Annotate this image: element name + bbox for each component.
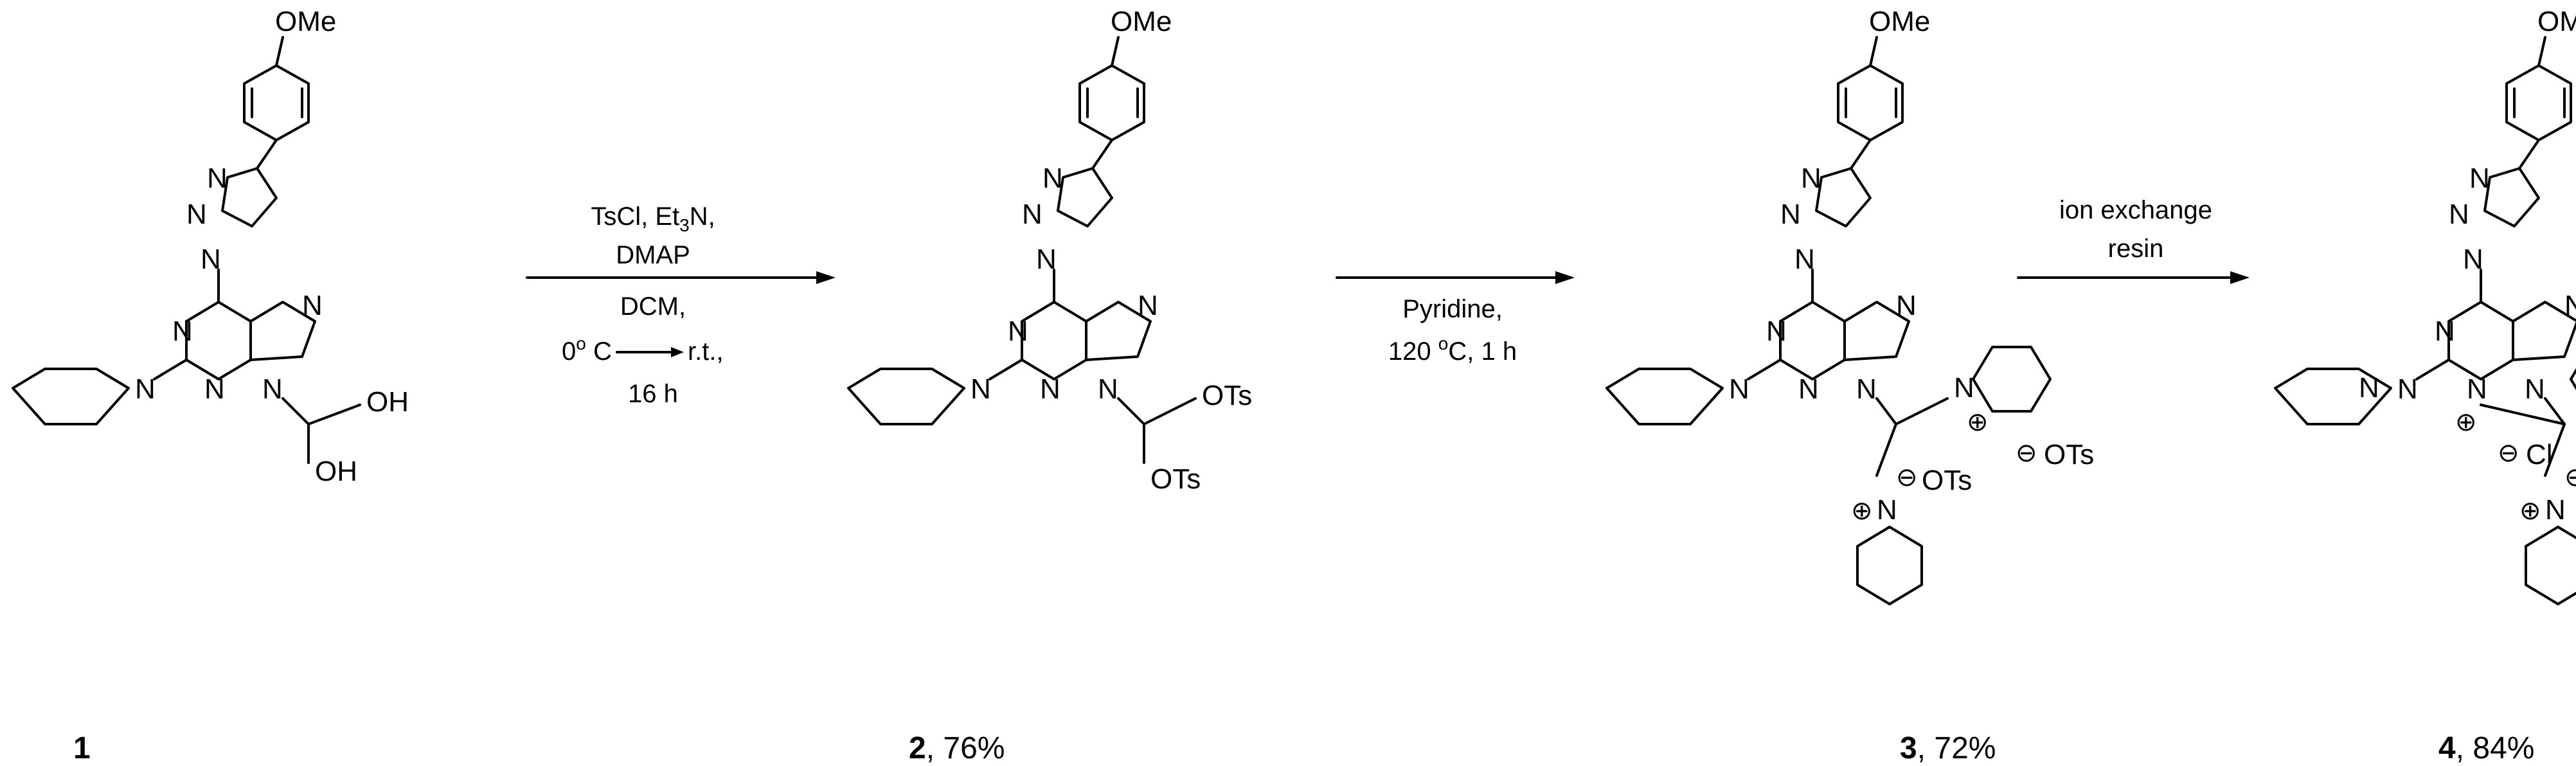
- step3-reagent-line2: resin: [2108, 235, 2164, 263]
- compound-3-caption: 3, 72%: [1900, 731, 1996, 765]
- purine-n-label: N: [1040, 373, 1060, 405]
- step1-reagent-dmap: DMAP: [616, 241, 690, 269]
- ots-label: OTs: [1150, 463, 1201, 495]
- pyridinium-n-label: N: [1954, 372, 1974, 404]
- triazole-n-label: N: [1780, 199, 1801, 230]
- plus-charge: ⊕: [1967, 408, 1989, 436]
- oh-label: OH: [315, 456, 357, 487]
- purine-n-label: N: [204, 373, 225, 405]
- step1-temp-sup: o: [576, 334, 586, 353]
- compound-4-structure: OMe N N N N N N N N N ⊕ ⊖ Cl N ⊕ ⊖: [2274, 6, 2576, 605]
- ome-label: OMe: [2537, 6, 2576, 37]
- step1-temp-unit: C: [586, 337, 612, 366]
- compound-4-caption: 4, 84%: [2438, 731, 2534, 765]
- purine-n-label: N: [1766, 316, 1787, 347]
- ots-counterion: OTs: [1922, 465, 1972, 496]
- triazole-n-label: N: [186, 199, 207, 230]
- piperidine-n-label: N: [135, 373, 156, 405]
- svg-text:0o C: 0o C: [562, 334, 612, 366]
- compound-2-structure: OMe N N N N N N N N OTs OTs: [847, 6, 1252, 495]
- minus-charge: ⊖: [1896, 463, 1918, 492]
- compound-3-number: 3: [1900, 731, 1917, 765]
- compound-3-structure: OMe N N N N N N N N N ⊕ ⊖ OTs N ⊕ ⊖ OTs: [1606, 6, 2094, 605]
- plus-charge: ⊕: [2519, 497, 2541, 525]
- step1-temp-end: r.t.,: [688, 337, 724, 366]
- piperidine-n-label: N: [970, 373, 991, 405]
- ome-label: OMe: [1111, 6, 1172, 37]
- pyridinium-n-label: N: [2545, 494, 2566, 526]
- step2-temp: 120: [1388, 337, 1438, 366]
- triazole-n-label: N: [1042, 163, 1063, 194]
- plus-charge: ⊕: [2455, 408, 2477, 436]
- ome-label: OMe: [1869, 6, 1930, 37]
- compound-2-number: 2: [909, 731, 926, 765]
- ome-label: OMe: [275, 6, 336, 37]
- compound-4-yield: , 84%: [2456, 731, 2535, 765]
- cl-counterion: Cl: [2526, 439, 2553, 470]
- step1-reagent-sub: 3: [679, 215, 690, 235]
- step2-reagent: Pyridine,: [1402, 295, 1503, 323]
- reaction-step-3: ion exchange resin: [2017, 196, 2250, 284]
- purine-n-label: N: [1008, 316, 1028, 347]
- triazole-n-label: N: [1801, 163, 1821, 194]
- step1-time: 16 h: [628, 380, 678, 408]
- compound-3-yield: , 72%: [1917, 731, 1996, 765]
- compound-1-structure: OMe N N N N N N N N OH OH: [12, 6, 409, 487]
- step1-reagent-b: N,: [690, 202, 715, 231]
- step3-reagent-line1: ion exchange: [2059, 196, 2212, 224]
- purine-n-label: N: [1798, 373, 1819, 405]
- oh-label: OH: [366, 386, 409, 418]
- triazole-n-label: N: [1022, 199, 1042, 230]
- purine-n-label: N: [2525, 373, 2545, 405]
- purine-n-label: N: [2467, 373, 2487, 405]
- triazole-n-label: N: [2469, 163, 2490, 194]
- purine-n-label: N: [302, 290, 323, 321]
- triazole-n-label: N: [207, 163, 228, 194]
- compound-1-number: 1: [73, 731, 91, 765]
- minus-charge: ⊖: [2564, 463, 2576, 492]
- purine-n-label: N: [1856, 373, 1877, 405]
- step1-arrowhead: [816, 271, 836, 284]
- plus-charge: ⊕: [1851, 497, 1873, 525]
- triazole-n-label: N: [2449, 199, 2469, 230]
- purine-n-label: N: [1138, 290, 1158, 321]
- ots-counterion: OTs: [2044, 439, 2094, 470]
- step1-reagent-a: TsCl, Et: [591, 202, 679, 231]
- minus-charge: ⊖: [2498, 439, 2519, 467]
- purine-n-label: N: [1098, 373, 1118, 405]
- step1-solvent: DCM,: [620, 292, 686, 321]
- svg-text:3, 72%: 3, 72%: [1900, 731, 1996, 765]
- compound-2-yield: , 76%: [926, 731, 1005, 765]
- purine-n-label: N: [2564, 290, 2576, 321]
- step2-arrowhead: [1555, 271, 1575, 284]
- step2-temp-sup: o: [1438, 334, 1449, 353]
- purine-n-label: N: [2435, 316, 2455, 347]
- purine-n-label: N: [262, 373, 283, 405]
- minus-charge: ⊖: [2016, 439, 2037, 467]
- pyridinium-n-label: N: [1877, 494, 1897, 526]
- purine-n-label: N: [172, 316, 193, 347]
- svg-text:2, 76%: 2, 76%: [909, 731, 1005, 765]
- ots-label: OTs: [1202, 380, 1252, 411]
- reaction-step-2: Pyridine, 120 oC, 1 h: [1336, 271, 1575, 366]
- svg-text:120 oC, 1 h: 120 oC, 1 h: [1388, 334, 1517, 366]
- piperidine-n-label: N: [2397, 373, 2418, 405]
- piperidine-n-label: N: [1729, 373, 1749, 405]
- compound-4-number: 4: [2438, 731, 2456, 765]
- svg-text:4, 84%: 4, 84%: [2438, 731, 2534, 765]
- step2-temp-rest: C, 1 h: [1448, 337, 1517, 366]
- step3-arrowhead: [2230, 271, 2250, 284]
- step1-temp-start: 0: [562, 337, 576, 366]
- pyridinium-n-label: N: [2359, 372, 2379, 404]
- reaction-step-1: TsCl, Et3N, DMAP DCM, 0o C r.t., 16 h: [526, 202, 836, 408]
- compound-2-caption: 2, 76%: [909, 731, 1005, 765]
- purine-n-label: N: [1896, 290, 1917, 321]
- svg-text:TsCl, Et3N,: TsCl, Et3N,: [591, 202, 715, 235]
